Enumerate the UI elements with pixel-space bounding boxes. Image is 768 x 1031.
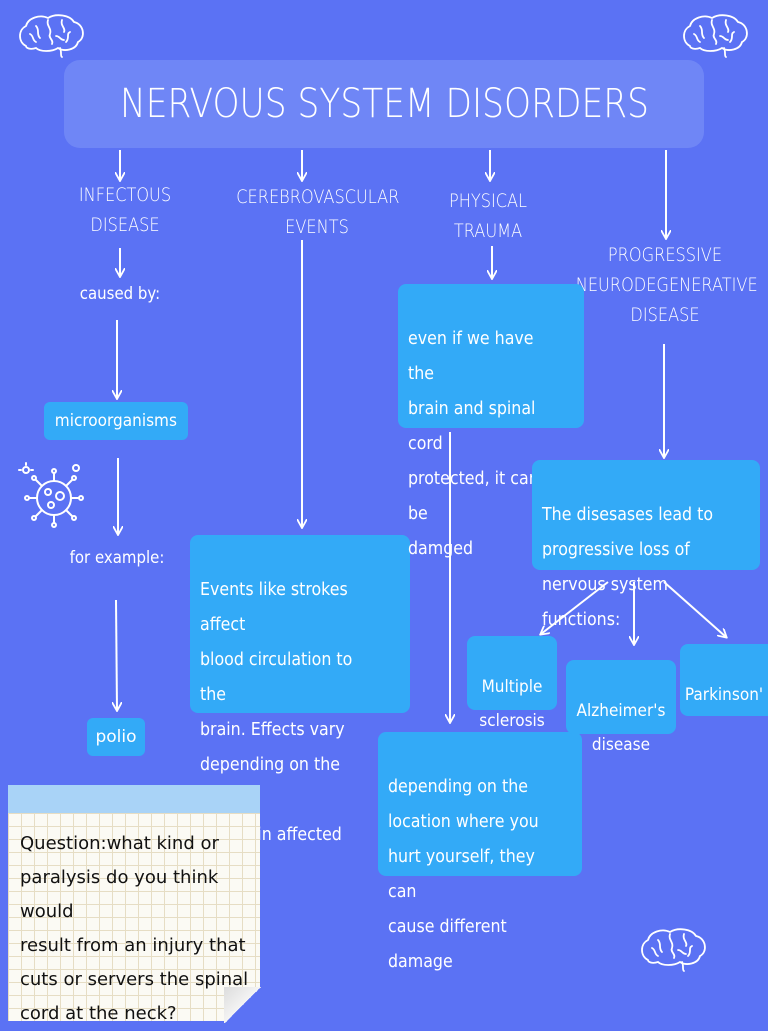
- question-note: Question:what kind or paralysis do you t…: [8, 785, 262, 1024]
- microorganisms-box: microorganisms: [44, 402, 188, 440]
- progressive-description-box: The disesases lead to progressive loss o…: [532, 460, 760, 630]
- trauma-location-text: depending on the location where you hurt…: [388, 776, 539, 972]
- page-title: NERVOUS SYSTEM DISORDERS: [119, 81, 649, 127]
- example-parkinsons: Parkinson' disease: [680, 644, 768, 716]
- category-physical-trauma: PHYSICAL TRAUMA: [448, 190, 528, 242]
- page-curl: [224, 987, 262, 1023]
- polio-box: polio: [87, 718, 145, 756]
- caused-by-label: caused by:: [79, 284, 161, 304]
- category-infectious: INFECTOUS DISEASE: [78, 184, 172, 236]
- brain-icon: [19, 14, 84, 58]
- example-label: Multiple sclerosis: [479, 677, 545, 731]
- example-multiple-sclerosis: Multiple sclerosis: [467, 636, 557, 731]
- trauma-location-box: depending on the location where you hurt…: [378, 732, 582, 972]
- trauma-protection-box: even if we have the brain and spinal cor…: [398, 284, 584, 559]
- trauma-protection-text: even if we have the brain and spinal cor…: [408, 328, 539, 559]
- title-banner: NERVOUS SYSTEM DISORDERS: [64, 60, 704, 148]
- brain-icon: [683, 14, 748, 58]
- progressive-description-text: The disesases lead to progressive loss o…: [542, 504, 714, 630]
- question-text: Question:what kind or paralysis do you t…: [20, 833, 249, 1024]
- example-label: Alzheimer's disease: [576, 701, 666, 755]
- category-progressive: PROGRESSIVE NEURODEGENERATIVE DISEASE: [575, 244, 758, 326]
- for-example-label: for example:: [69, 548, 165, 568]
- cerebrovascular-description: Events like strokes affect blood circula…: [190, 535, 410, 845]
- brain-icon: [641, 928, 706, 972]
- category-cerebrovascular: CEREBROVASCULAR EVENTS: [236, 186, 400, 238]
- microorganisms-label: microorganisms: [54, 411, 178, 431]
- example-alzheimers: Alzheimer's disease: [566, 660, 676, 755]
- example-label: Parkinson' disease: [684, 685, 764, 705]
- polio-label: polio: [95, 727, 137, 747]
- virus-icon: [18, 462, 84, 528]
